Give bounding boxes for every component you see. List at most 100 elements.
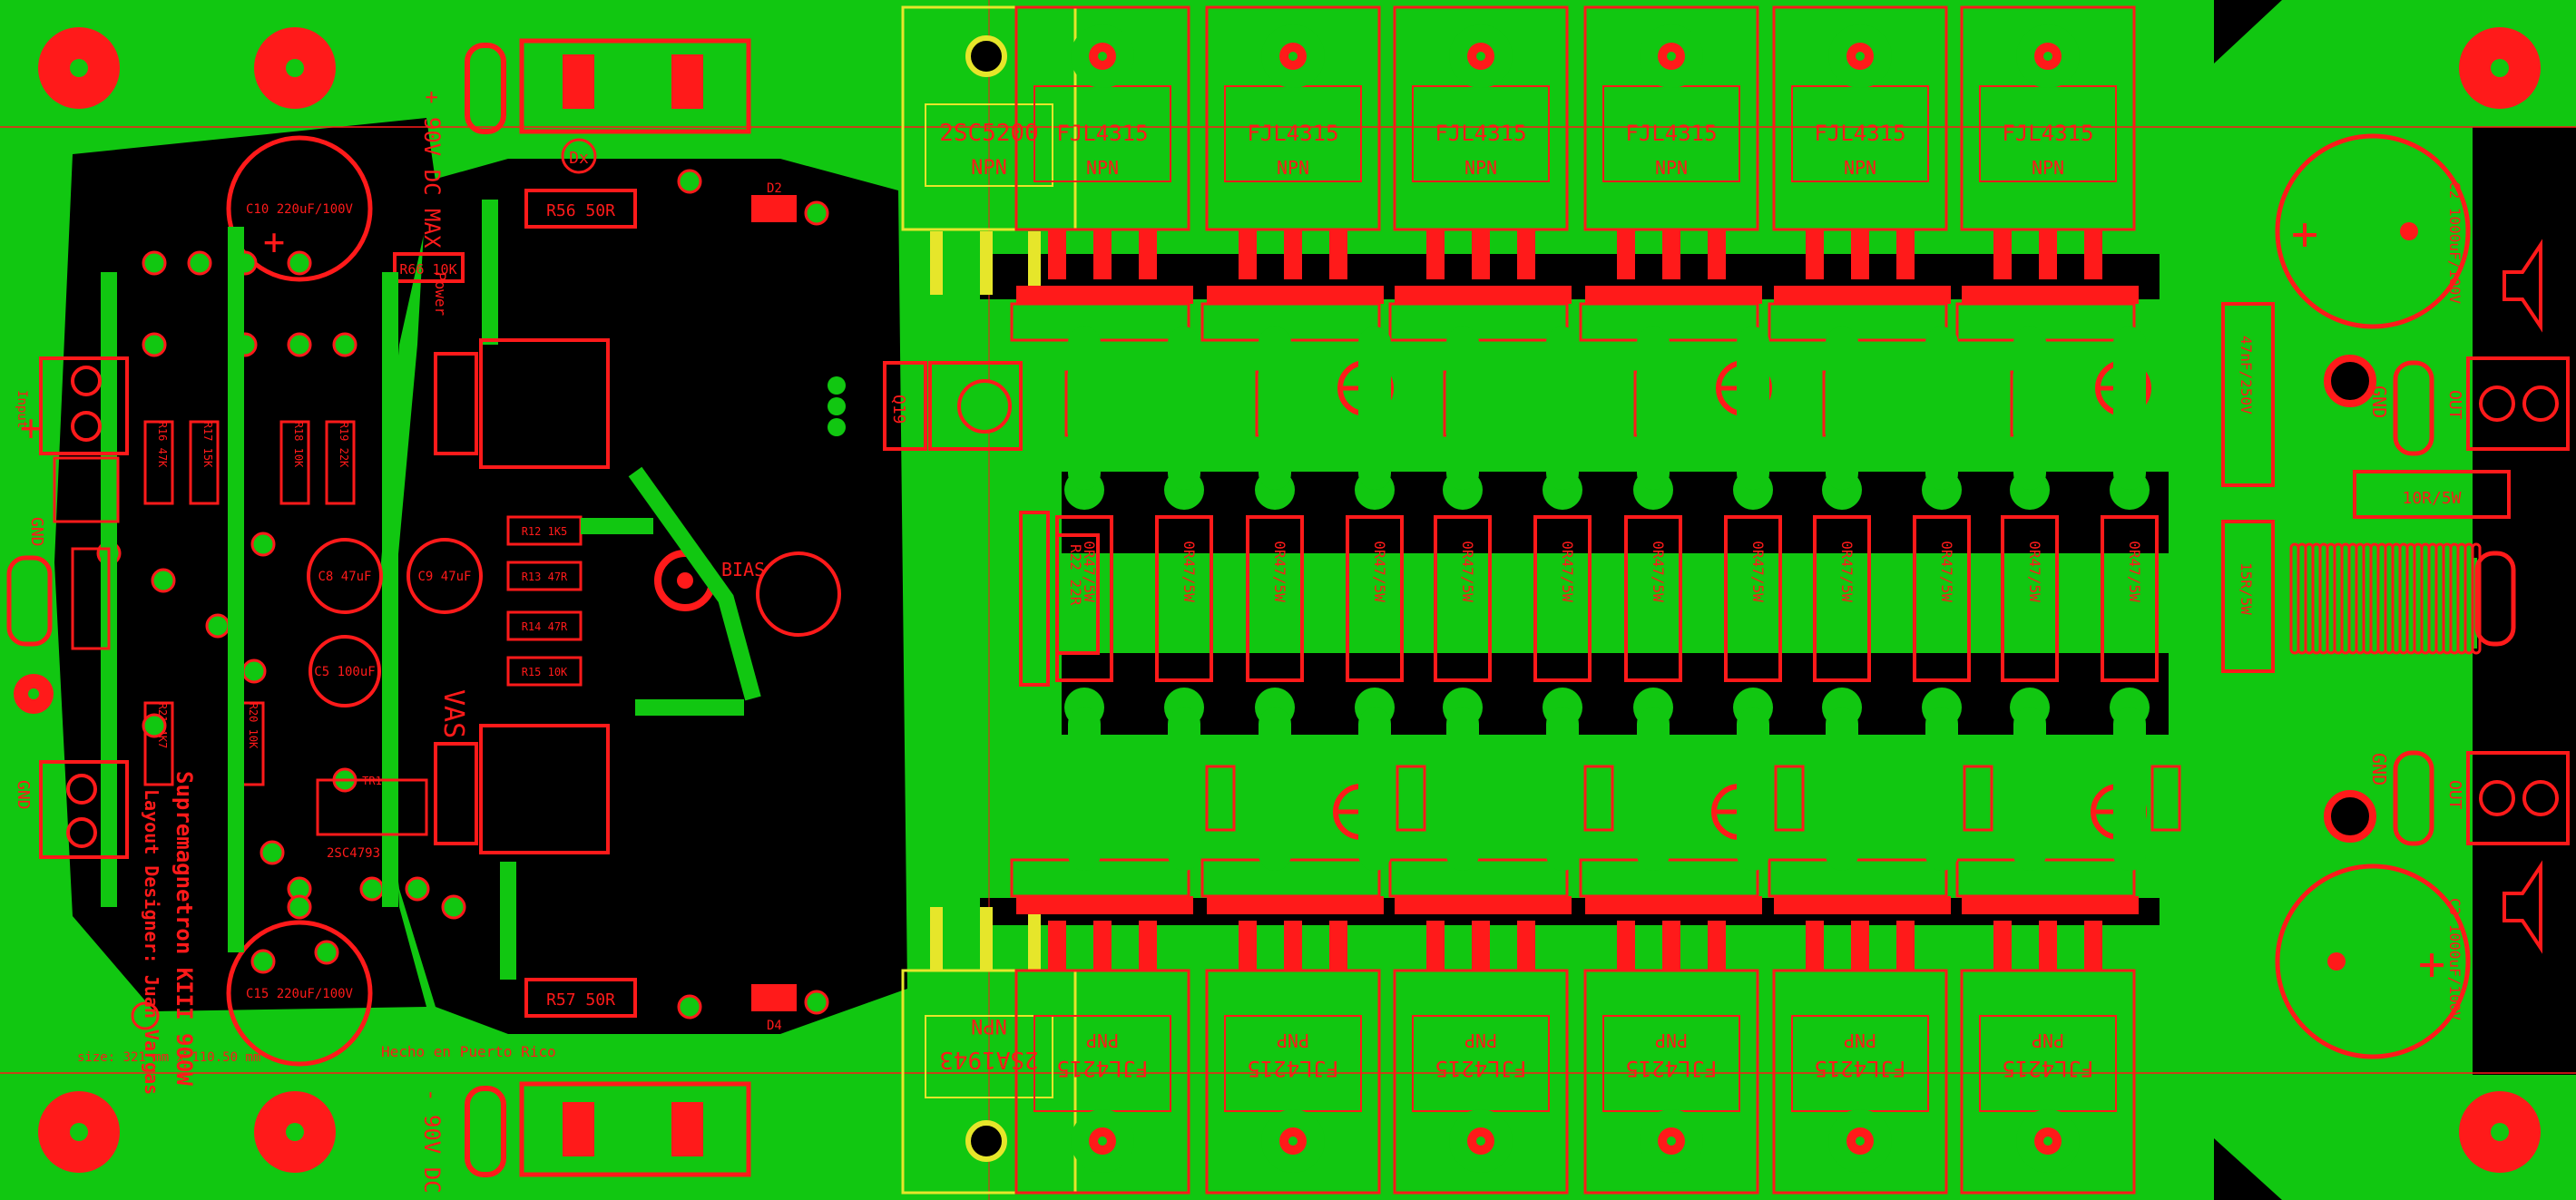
- small-resistor-label: R12 1K5: [522, 525, 568, 538]
- via-pad: [205, 613, 230, 639]
- top-right-void: [2214, 0, 2282, 63]
- small-resistor: [143, 420, 174, 505]
- dx-marker: [561, 138, 597, 174]
- input-connector: Input +: [15, 356, 129, 455]
- made-in-label: Hecho en Puerto Rico: [381, 1043, 556, 1060]
- r22-resistor: R22 22R: [1019, 511, 1100, 687]
- base-resistor: [1774, 765, 1805, 832]
- bottom-output-type: PNP: [2032, 1029, 2064, 1051]
- bottom-heat-bar: [1016, 896, 1193, 914]
- top-heat-bar: [1585, 286, 1762, 304]
- via-pad: [250, 532, 276, 557]
- gnd-label-bottom-left: GND: [14, 780, 33, 810]
- speaker-icon-top: [2503, 239, 2542, 333]
- bottom-output-type: PNP: [1844, 1029, 1876, 1051]
- base-resistor: [1583, 765, 1614, 832]
- speaker-output-bottom: OUT GND: [2324, 750, 2570, 846]
- via-pad: [142, 250, 167, 276]
- bias-transistor: [316, 778, 428, 836]
- d2-label: D2: [767, 181, 782, 196]
- bottom-driver-part: 2SA1943: [939, 1046, 1039, 1073]
- cap-c5: C5 100uF: [309, 635, 381, 707]
- q19-transistor: Q19: [828, 361, 1023, 451]
- vas-label: VAS: [437, 689, 469, 738]
- power-pos-label: + 90V DC MAX: [419, 91, 445, 249]
- r57-label: R57 50R: [546, 990, 615, 1010]
- base-resistor: [1963, 765, 1993, 832]
- emitter-resistor: [2101, 515, 2159, 682]
- cap-c15: C15 220uF/100V: [226, 920, 373, 1067]
- center-void: [381, 159, 907, 1034]
- out-label-top: OUT: [2445, 390, 2464, 420]
- top-heat-bar: [1962, 286, 2139, 304]
- emitter-resistor-label: 0R47/5W: [1838, 541, 1856, 602]
- logo-mark: [131, 1001, 160, 1030]
- output-inductor: [2289, 542, 2516, 655]
- via-pad: [142, 713, 167, 738]
- cap-47n-label: 47nF/250V: [2238, 336, 2255, 415]
- signal-trace: [628, 466, 761, 701]
- res-15r: [2221, 520, 2275, 673]
- emitter-resistor: [1346, 515, 1404, 682]
- gnd-label-left: GND: [27, 517, 46, 547]
- bottom-output-part: FJL4215: [2002, 1056, 2093, 1081]
- input-label: Input: [15, 390, 29, 428]
- zobel-resistor-label: 10R/5W: [2402, 489, 2461, 508]
- emitter-resistor: [1434, 515, 1492, 682]
- emitter-resistor: [2001, 515, 2059, 682]
- small-resistor-label: R13 47R: [522, 571, 568, 583]
- cap-c10-plus: +: [263, 221, 285, 263]
- bottom-driver-transistor: 2SA1943 NPN: [901, 907, 1077, 1195]
- emitter-resistor-label: 0R47/5W: [1650, 541, 1667, 602]
- zobel-resistor: [2353, 470, 2511, 519]
- gnd-connector-left: GND: [6, 517, 53, 647]
- emitter-resistor-label: 0R47/5W: [2126, 541, 2143, 602]
- emitter-resistor-label: 0R47/5W: [1459, 541, 1476, 602]
- bottom-output-type: PNP: [1655, 1029, 1688, 1051]
- via-pad: [287, 332, 312, 357]
- gnd-label-bottom: GND: [2368, 753, 2390, 785]
- small-resistor: [143, 701, 174, 786]
- small-resistor-label: R20 10K: [247, 703, 260, 749]
- r66-label: R66 10K: [399, 261, 456, 278]
- via-pad: [677, 169, 702, 194]
- via-pad: [187, 250, 212, 276]
- via-pad: [287, 894, 312, 920]
- top-output-part: FJL4315: [2002, 121, 2093, 146]
- small-resistor-label: R16 47K: [156, 422, 169, 468]
- top-output-transistors: FJL4315NPNFJL4315NPNFJL4315NPNFJL4315NPN…: [1010, 5, 2151, 437]
- base-resistor: [1205, 765, 1236, 832]
- q19-label: Q19: [889, 395, 908, 424]
- bottom-output-transistors: FJL4215PNPFJL4215PNPFJL4215PNPFJL4215PNP…: [1010, 765, 2181, 1195]
- bottom-output-part: FJL4215: [1056, 1056, 1148, 1081]
- speaker-icon-bottom: [2503, 860, 2542, 954]
- via-pad: [142, 332, 167, 357]
- bottom-heat-bar: [1395, 896, 1572, 914]
- bottom-output-part: FJL4215: [1435, 1056, 1526, 1081]
- bottom-output-part: FJL4215: [1814, 1056, 1905, 1081]
- cap-c3-plus: +: [2418, 938, 2445, 990]
- top-heat-bar: [1207, 286, 1384, 304]
- emitter-resistor-label: 0R47/5W: [1559, 541, 1576, 602]
- vas-transistor-label: 2SC4793: [327, 846, 380, 861]
- cap-c9: C9 47uF: [406, 538, 483, 614]
- right-edge-void: [2473, 127, 2576, 1075]
- emitter-resistor: [1724, 515, 1782, 682]
- small-resistor-label: R14 47R: [522, 620, 568, 633]
- top-output-type: NPN: [2032, 157, 2064, 179]
- small-resistor: [325, 420, 356, 505]
- emitter-resistor: [1533, 515, 1592, 682]
- via-pad: [241, 659, 267, 684]
- small-resistor: [506, 561, 583, 591]
- small-resistor: [506, 610, 583, 641]
- top-heat-bar: [1016, 286, 1193, 304]
- via-pad: [441, 894, 466, 920]
- base-resistor: [1396, 765, 1426, 832]
- cap-c10-label: C10 220uF/100V: [246, 202, 354, 217]
- d2-diode: [751, 195, 797, 222]
- top-output-type: NPN: [1844, 157, 1876, 179]
- small-resistor: [279, 420, 310, 505]
- cap-c8-label: C8 47uF: [318, 570, 371, 584]
